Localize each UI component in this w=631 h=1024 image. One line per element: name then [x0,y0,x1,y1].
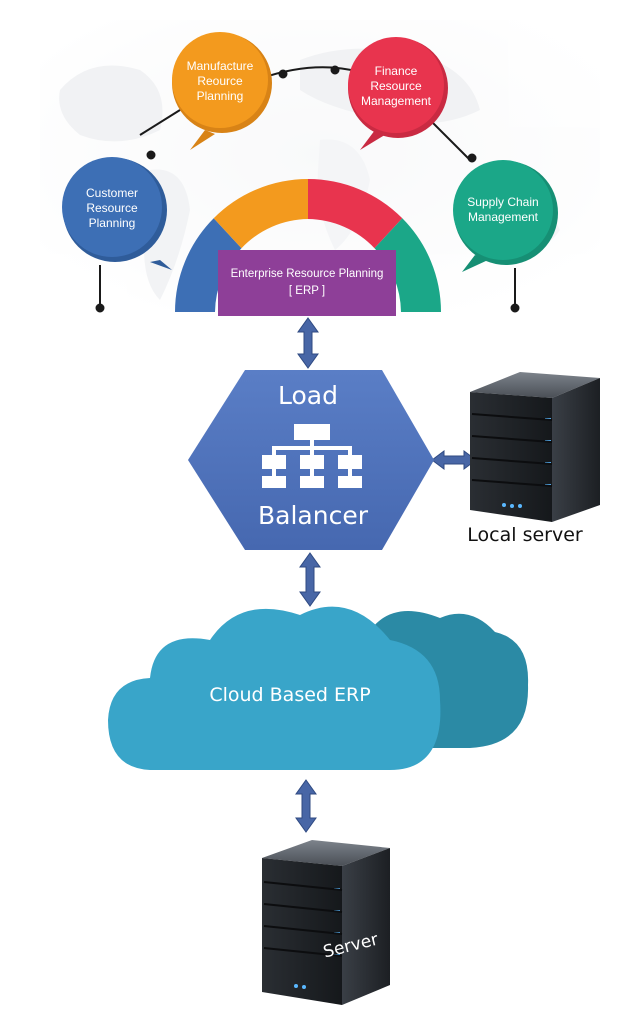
load-label: Load [278,381,338,411]
erp-arc [175,179,441,312]
arrow-lb-to-local-server [431,450,477,470]
local-server-icon [470,372,600,522]
erp-box [218,250,396,316]
network-hierarchy-icon [262,424,362,488]
cloud-icon [108,606,529,770]
bubble-supply-chain [453,160,558,272]
arrow-lb-to-cloud [299,552,321,607]
bubble-manufacture [172,32,272,150]
arc-segment-supply-chain [374,218,441,312]
cloud-based-erp-label: Cloud Based ERP [209,684,371,707]
arc-segment-manufacture [213,179,308,249]
customer-resource-planning-label: Customer Resource Planning [85,185,138,230]
balancer-label: Balancer [258,501,368,531]
server-icon [262,840,390,1005]
local-server-label: Local server [467,524,583,547]
arrow-erp-to-lb [297,317,319,369]
bubble-customer [62,157,172,270]
supply-chain-management-label: Supply Chain Management [467,195,539,224]
manufacture-resource-planning-label: Manufacture Reource Planning [186,58,254,103]
arc-segment-finance [308,179,403,249]
arrow-cloud-to-server [295,779,317,833]
finance-resource-management-label: Finance Resource Management [360,63,432,108]
arc-segment-customer [175,218,242,312]
module-connectors [95,65,520,313]
bubble-finance [348,37,448,150]
erp-label: Enterprise Resource Planning [ ERP ] [230,268,384,297]
